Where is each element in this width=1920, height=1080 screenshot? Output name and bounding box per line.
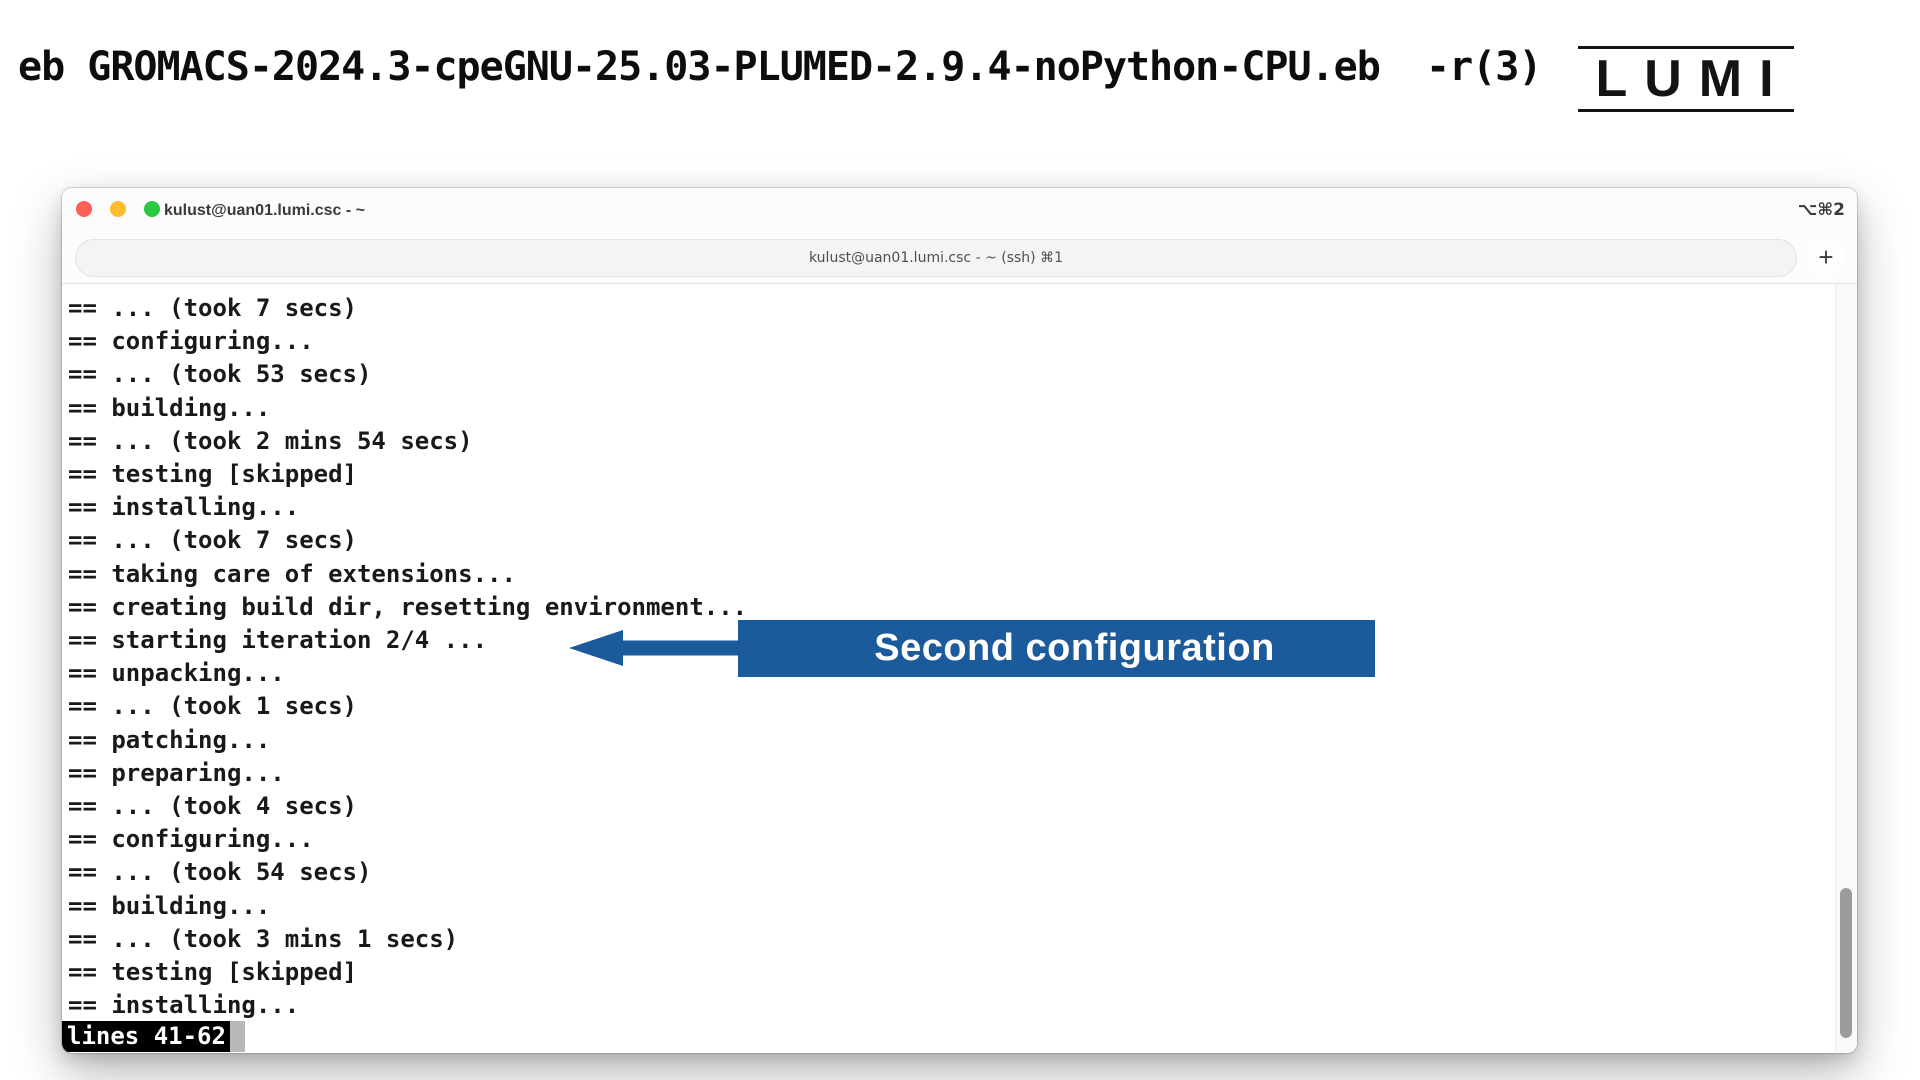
zoom-button[interactable] [144,201,160,217]
terminal-line: == preparing... [68,758,285,787]
terminal-line: == building... [68,891,271,920]
terminal-line: == taking care of extensions... [68,559,516,588]
pager-status-bar: lines 41-62 [62,1021,245,1052]
terminal-line: == configuring... [68,327,314,356]
terminal-line: == installing... [68,991,300,1020]
terminal-content: == ... (took 7 secs) == configuring... == … [62,284,1857,1052]
terminal-window: kulust@uan01.lumi.csc - ~ ⌥⌘2 kulust@uan… [62,188,1857,1053]
terminal-line: == ... (took 7 secs) [68,526,357,555]
terminal-line: == unpacking... [68,659,285,688]
terminal-line: == creating build dir, resetting environ… [68,592,748,621]
close-button[interactable] [76,201,92,217]
terminal-line: == ... (took 53 secs) [68,360,372,389]
scrollbar-track[interactable] [1835,284,1857,1052]
annotation-callout: Second configuration [738,620,1375,677]
terminal-line: == configuring... [68,825,314,854]
tab-terminal-session[interactable]: kulust@uan01.lumi.csc - ~ (ssh) ⌘1 [75,239,1797,277]
terminal-line: == ... (took 1 secs) [68,692,357,721]
terminal-line: == ... (took 7 secs) [68,294,357,322]
slide-title: eb GROMACS-2024.3-cpeGNU-25.03-PLUMED-2.… [18,44,1542,90]
tab-bar: kulust@uan01.lumi.csc - ~ (ssh) ⌘1 + [62,234,1857,284]
window-shortcut-badge: ⌥⌘2 [1797,200,1845,220]
terminal-line: == starting iteration 2/4 ... [68,626,488,655]
terminal-line: == installing... [68,493,300,522]
terminal-line: == ... (took 2 mins 54 secs) [68,426,473,455]
left-arrow-icon [569,630,740,666]
terminal-line: == building... [68,393,271,422]
minimize-button[interactable] [110,201,126,217]
terminal-line: == testing [skipped] [68,958,357,987]
terminal-line: == ... (took 3 mins 1 secs) [68,924,459,953]
terminal-line: == ... (took 4 secs) [68,792,357,821]
scrollbar-thumb[interactable] [1840,888,1852,1038]
pager-line-range: lines 41-62 [62,1021,230,1052]
window-titlebar: kulust@uan01.lumi.csc - ~ ⌥⌘2 [62,188,1857,234]
terminal-cursor [229,1021,245,1052]
terminal-line: == ... (took 54 secs) [68,858,372,887]
new-tab-button[interactable]: + [1807,239,1845,277]
window-title: kulust@uan01.lumi.csc - ~ [164,202,365,219]
terminal-output: == ... (took 7 secs) == configuring... == … [62,284,1857,1022]
terminal-line: == patching... [68,725,271,754]
lumi-logo: LUMI [1578,46,1794,112]
terminal-line: == testing [skipped] [68,460,357,489]
